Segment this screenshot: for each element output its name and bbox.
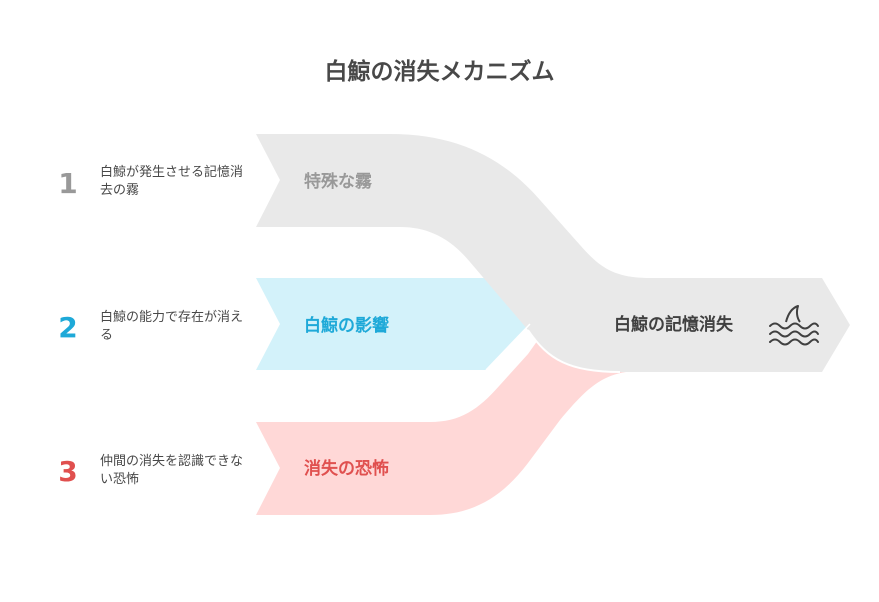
band-special-fog (256, 134, 850, 372)
step-number-1: 1 (58, 167, 78, 200)
diagram-title: 白鯨の消失メカニズム (324, 59, 555, 85)
outcome-label: 白鯨の記憶消失 (614, 315, 733, 335)
shark-fin-waves-icon (769, 305, 819, 346)
step-label-3: 消失の恐怖 (304, 459, 389, 479)
band-fear-of-loss (256, 323, 626, 515)
step-number-3: 3 (58, 455, 78, 488)
step-label-2: 白鯨の影響 (304, 316, 389, 336)
step-label-1: 特殊な霧 (304, 172, 372, 192)
step-number-2: 2 (58, 311, 78, 344)
step-description-1: 白鯨が発生させる記憶消去の霧 (100, 165, 244, 198)
band-whale-influence (256, 278, 530, 370)
step-description-3: 仲間の消失を認識できない恐怖 (100, 454, 244, 487)
step-description-2: 白鯨の能力で存在が消える (100, 310, 244, 343)
